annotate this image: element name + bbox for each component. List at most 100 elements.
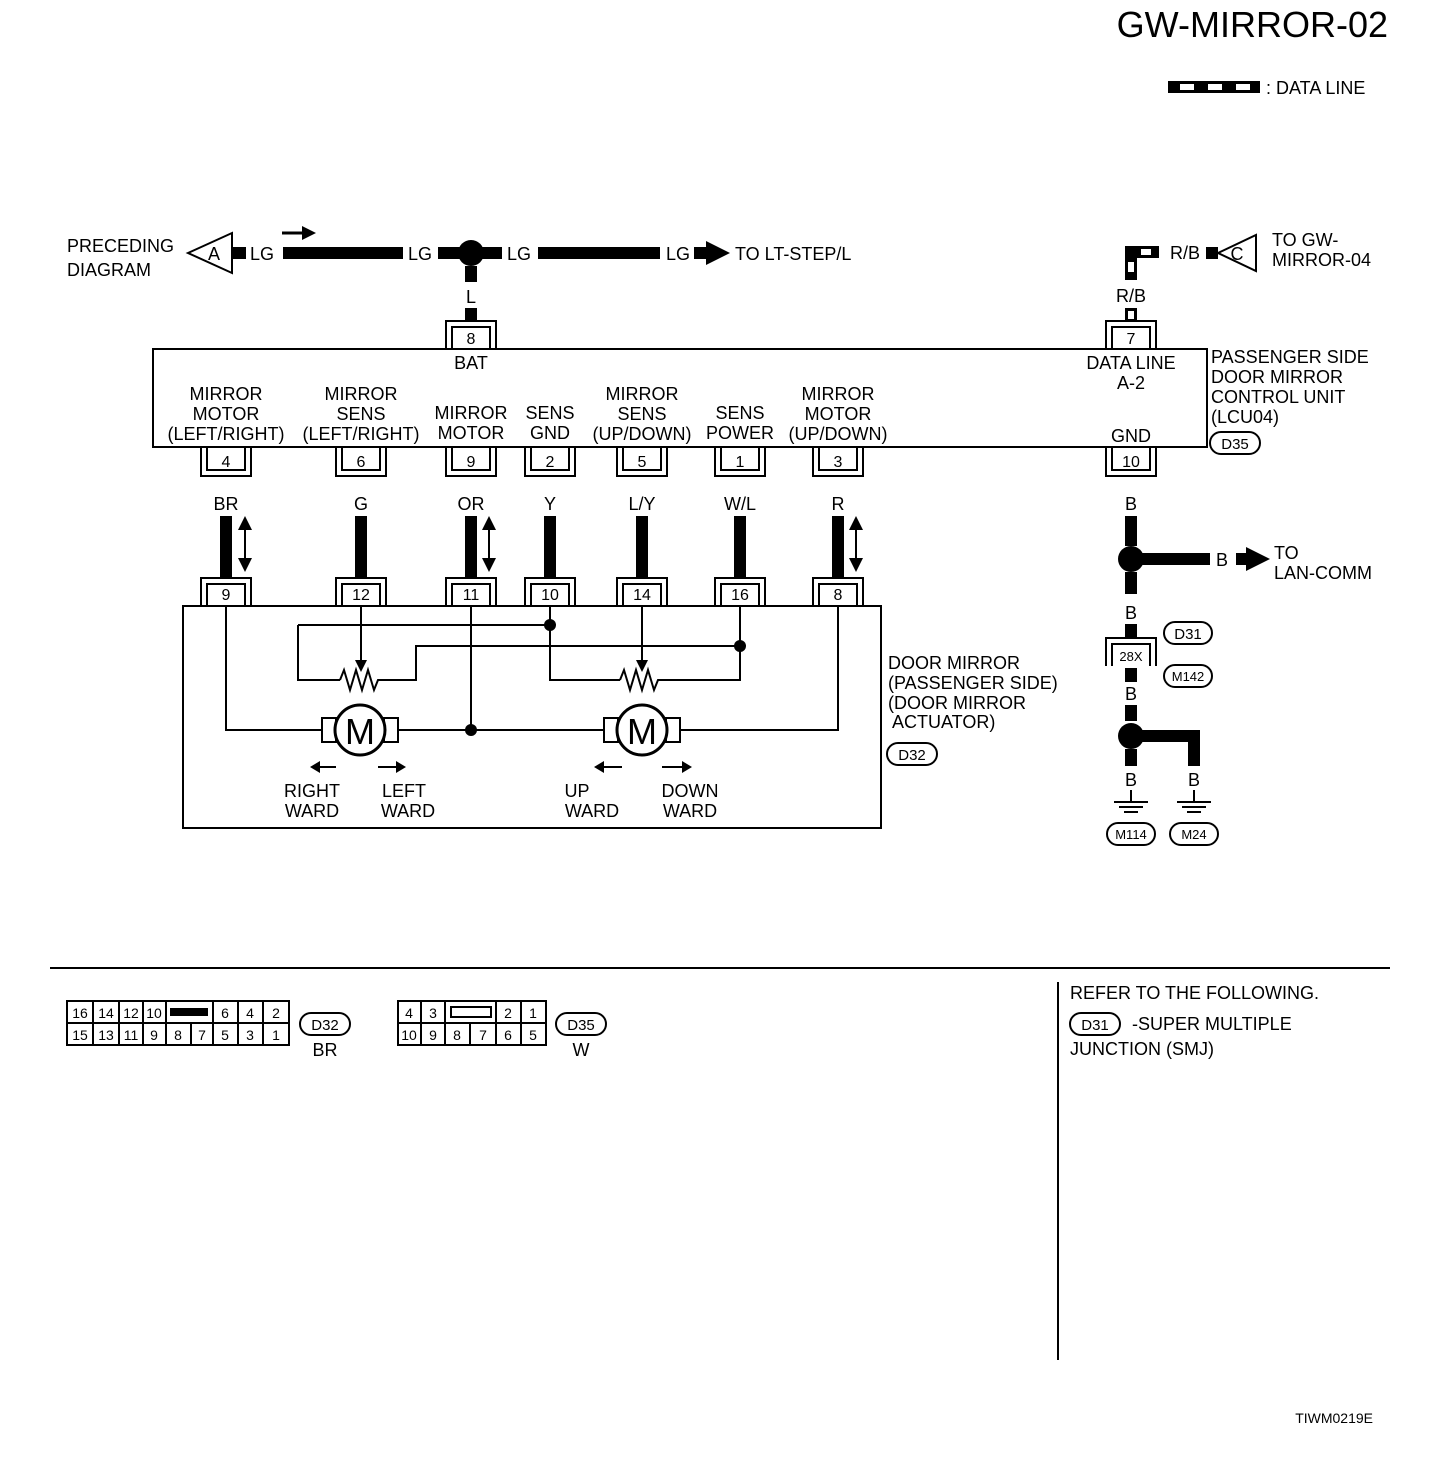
terminal-2-label-3: (LEFT/RIGHT)	[303, 424, 420, 444]
gnd-pin-number: 10	[1122, 454, 1140, 471]
dir-right-2: WARD	[285, 801, 339, 821]
refer-d31-id: D31	[1081, 1017, 1109, 1034]
terminal-3-pin: 9	[467, 454, 476, 471]
connector-m114-badge	[1106, 822, 1156, 846]
junction-dot-sens-power	[734, 640, 746, 652]
terminal-3-wire-color: OR	[458, 494, 485, 514]
terminal-5-label-1: MIRROR	[606, 384, 679, 404]
connector-m142-badge	[1163, 664, 1213, 688]
control-unit-name-4: (LCU04)	[1211, 407, 1279, 427]
connector-m114-id: M114	[1115, 827, 1147, 842]
wire-label-rb-2: R/B	[1116, 286, 1146, 306]
d32-connector-face	[66, 1000, 290, 1046]
figure-id: TIWM0219E	[1295, 1410, 1373, 1426]
marker-c-letter: C	[1231, 244, 1244, 264]
data-line-legend-symbol	[1168, 81, 1260, 93]
terminal-3-dest-pin: 11	[463, 587, 480, 604]
preceding-label-2: DIAGRAM	[67, 260, 151, 280]
down-ward-arrow	[662, 761, 692, 773]
terminal-2-dest-pin: 12	[352, 587, 370, 604]
data-line-legend-label: : DATA LINE	[1266, 78, 1365, 98]
d32-pin-4: 4	[246, 1005, 254, 1021]
arrow-to-lt-step	[706, 241, 730, 265]
connector-d31-id: D31	[1174, 626, 1202, 643]
door-mirror-name-1: DOOR MIRROR	[888, 653, 1020, 673]
junction-dot-motor-common	[465, 724, 477, 736]
gnd-label: GND	[1111, 426, 1151, 446]
left-ward-arrow	[378, 761, 406, 773]
connector-d32-id: D32	[898, 747, 926, 764]
terminal-1-pin: 4	[222, 454, 231, 471]
d35-pin-3: 3	[429, 1005, 437, 1021]
bat-wire-lower	[465, 308, 477, 322]
terminal-2-label-1: MIRROR	[325, 384, 398, 404]
bat-connector	[445, 320, 497, 348]
terminal-5-wire	[636, 516, 648, 578]
d35-pin-1: 1	[529, 1005, 537, 1021]
terminal-7-label-3: (UP/DOWN)	[789, 424, 888, 444]
door-mirror-name-2: (PASSENGER SIDE)	[888, 673, 1058, 693]
data-line-pin-number: 7	[1127, 331, 1136, 348]
terminal-6-label-1: SENS	[715, 403, 764, 423]
control-unit-box	[152, 348, 1208, 448]
dir-up-2: WARD	[565, 801, 619, 821]
gnd-connector	[1105, 448, 1157, 477]
refer-d31-badge	[1069, 1012, 1121, 1036]
bat-wire-upper	[465, 266, 477, 282]
terminal-7-label-2: MOTOR	[805, 404, 872, 424]
to-lan-comm-2: LAN-COMM	[1274, 563, 1372, 583]
d35-pin-5: 5	[529, 1027, 537, 1043]
marker-c-triangle	[1215, 233, 1257, 273]
terminal-6-upper-connector	[714, 448, 766, 477]
terminal-6-dest-pin: 16	[731, 587, 749, 604]
terminal-6-lower-connector	[714, 577, 766, 606]
d32-pin-16: 16	[72, 1005, 88, 1021]
d32-pin-15: 15	[72, 1027, 88, 1043]
ground-wire-label-3: B	[1125, 684, 1137, 704]
dir-down-2: WARD	[663, 801, 717, 821]
d35-connector-face	[397, 1000, 547, 1046]
d32-pin-2: 2	[272, 1005, 280, 1021]
diagram-title: GW-MIRROR-02	[1117, 4, 1388, 45]
connector-d35-badge	[1209, 431, 1261, 455]
d32-pin-1: 1	[272, 1027, 280, 1043]
dir-up-1: UP	[564, 781, 589, 801]
lan-comm-wire	[1140, 553, 1210, 565]
to-lt-step-label: TO LT-STEP/L	[735, 244, 851, 264]
bus-stub-left	[232, 247, 246, 259]
terminal-3-label-1: MIRROR	[435, 403, 508, 423]
ground-wire-label-2: B	[1125, 603, 1137, 623]
dir-right-1: RIGHT	[284, 781, 340, 801]
terminal-1-bidirectional-arrow	[238, 516, 252, 572]
terminal-1-label-2: MOTOR	[193, 404, 260, 424]
d32-pin-6: 6	[221, 1005, 229, 1021]
d35-pin-10: 10	[401, 1027, 417, 1043]
d32-pin-9: 9	[150, 1027, 158, 1043]
ground-branch-wire	[1142, 730, 1200, 766]
control-unit-name-3: CONTROL UNIT	[1211, 387, 1345, 407]
d32-pin-3: 3	[246, 1027, 254, 1043]
bat-pin-number: 8	[467, 331, 476, 348]
to-gw-mirror-label-1: TO GW-	[1272, 230, 1338, 250]
junction-dot-sens-gnd	[544, 619, 556, 631]
data-line-rb-lower	[1125, 308, 1137, 322]
d32-lock-tab	[170, 1008, 208, 1016]
rb-stub	[1206, 247, 1218, 259]
terminal-4-label-2: GND	[530, 423, 570, 443]
terminal-1-wire-color: BR	[213, 494, 238, 514]
terminal-4-wire-color: Y	[544, 494, 556, 514]
terminal-1-label-3: (LEFT/RIGHT)	[168, 424, 285, 444]
ground-symbol-m24	[1177, 790, 1211, 813]
bus-stub-right	[694, 247, 706, 259]
terminal-7-wire	[832, 516, 844, 578]
terminal-7-wire-color: R	[832, 494, 845, 514]
terminal-5-label-2: SENS	[617, 404, 666, 424]
data-line-rb-wire	[1125, 246, 1159, 280]
pin-28x: 28X	[1119, 649, 1142, 664]
motor-up-down	[603, 703, 681, 757]
data-line-connector	[1105, 320, 1157, 348]
terminal-4-pin: 2	[546, 454, 555, 471]
terminal-4-dest-pin: 10	[541, 587, 559, 604]
